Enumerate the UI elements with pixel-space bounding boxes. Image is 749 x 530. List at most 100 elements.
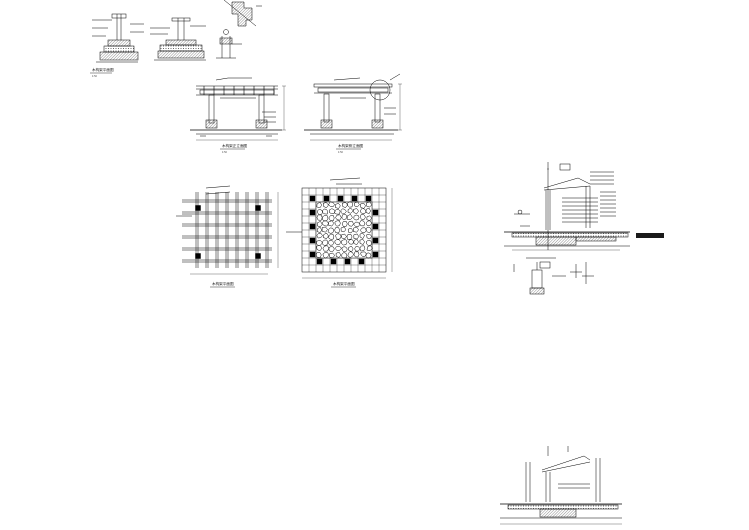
paving-stone bbox=[365, 220, 372, 226]
paving-plan bbox=[286, 177, 393, 279]
accent-tile bbox=[330, 258, 337, 265]
paving-stone bbox=[360, 202, 366, 209]
front-elevation-caption: 木构架正立面图 bbox=[222, 143, 248, 148]
framing-plan bbox=[176, 185, 279, 275]
paving-stone bbox=[334, 220, 341, 227]
paving-stone bbox=[346, 214, 353, 221]
paving-stone bbox=[322, 208, 329, 215]
side-elevation-scale: 1:50 bbox=[338, 151, 344, 154]
paving-stone bbox=[347, 207, 354, 214]
paving-stone bbox=[359, 214, 366, 220]
paving-stone bbox=[353, 221, 361, 228]
paving-stone bbox=[327, 239, 335, 246]
paving-stone bbox=[353, 238, 359, 245]
paving-stone bbox=[328, 220, 335, 227]
paving-stone bbox=[316, 232, 323, 239]
accent-tile bbox=[316, 258, 323, 265]
accent-tile bbox=[344, 258, 351, 265]
paving-stone bbox=[354, 246, 361, 252]
post-mark bbox=[195, 253, 201, 259]
paving-stone bbox=[359, 220, 366, 227]
paving-stone bbox=[348, 239, 354, 245]
paving-stone bbox=[334, 209, 341, 215]
paving-stone bbox=[360, 251, 367, 257]
paving-stone bbox=[340, 226, 347, 233]
accent-tile bbox=[309, 251, 316, 258]
paving-stone bbox=[329, 208, 336, 214]
foundation-plan-caption: 木构架平面图 bbox=[92, 67, 114, 72]
post-mark bbox=[255, 205, 261, 211]
front-elevation-scale: 1:50 bbox=[222, 151, 228, 154]
paving-stone bbox=[335, 233, 342, 240]
paving-stone bbox=[341, 239, 348, 246]
paving-stone bbox=[322, 215, 329, 222]
footing-detail-1 bbox=[92, 13, 144, 63]
paving-stone bbox=[365, 252, 372, 259]
paving-plan-caption: 木构架平面图 bbox=[333, 281, 355, 286]
connection-detail bbox=[216, 29, 242, 59]
paving-stone bbox=[335, 251, 342, 258]
framing-plan-caption: 木构架平面图 bbox=[212, 281, 234, 286]
paving-stone bbox=[341, 233, 347, 240]
paving-stone bbox=[365, 226, 372, 233]
accent-tile bbox=[365, 195, 372, 202]
leader-line bbox=[205, 191, 231, 195]
paving-stone bbox=[341, 246, 348, 253]
paving-stone bbox=[334, 227, 340, 234]
paving-stone bbox=[321, 226, 328, 233]
side-elevation-caption: 木构架侧立面图 bbox=[338, 143, 364, 148]
paving-stone bbox=[341, 221, 348, 227]
paving-stone bbox=[317, 209, 324, 215]
leader-line bbox=[329, 177, 361, 181]
paving-stone bbox=[346, 234, 353, 240]
accent-tile bbox=[309, 209, 316, 216]
accent-tile bbox=[323, 195, 330, 202]
post-mark bbox=[255, 253, 261, 259]
foundation-plan-scale: 1:50 bbox=[92, 75, 98, 78]
paving-stone bbox=[334, 239, 341, 245]
paving-stone bbox=[329, 252, 336, 259]
paving-stone bbox=[347, 201, 353, 208]
paving-stone bbox=[366, 245, 374, 251]
paving-stone bbox=[353, 233, 360, 240]
paving-stone bbox=[335, 203, 341, 209]
paving-stone bbox=[340, 208, 347, 215]
stone-field bbox=[315, 201, 373, 259]
accent-tile bbox=[309, 223, 316, 230]
leader-line bbox=[205, 185, 231, 189]
accent-tile bbox=[351, 195, 358, 202]
accent-tile bbox=[337, 195, 344, 202]
section-detail-upper bbox=[504, 162, 630, 295]
paving-stone bbox=[322, 245, 330, 252]
paving-stone bbox=[321, 220, 329, 227]
side-elevation bbox=[304, 73, 402, 141]
footing-detail-group bbox=[92, 0, 262, 63]
accent-tile bbox=[372, 223, 379, 230]
paving-stone bbox=[328, 201, 335, 208]
paving-stone bbox=[359, 245, 366, 252]
paving-stone bbox=[348, 245, 354, 253]
paving-stone bbox=[365, 207, 371, 214]
paving-stone bbox=[359, 227, 367, 233]
paving-stone bbox=[316, 201, 322, 209]
paving-stone bbox=[354, 201, 360, 208]
post-mark bbox=[195, 205, 201, 211]
paving-stone bbox=[316, 226, 322, 233]
paving-stone bbox=[359, 239, 365, 245]
paving-stone bbox=[315, 252, 322, 258]
paving-stone bbox=[366, 215, 373, 221]
accent-tile bbox=[372, 237, 379, 244]
paving-stone bbox=[317, 221, 323, 228]
accent-tile bbox=[309, 237, 316, 244]
paving-stone bbox=[353, 214, 360, 221]
paving-stone bbox=[321, 239, 329, 246]
footing-detail-2 bbox=[150, 17, 206, 61]
paving-stone bbox=[347, 220, 354, 227]
paving-stone bbox=[316, 244, 323, 252]
accent-tile bbox=[372, 209, 379, 216]
paving-stone bbox=[327, 227, 335, 234]
paving-stone bbox=[359, 232, 365, 239]
paving-stone bbox=[341, 213, 347, 221]
paving-stone bbox=[353, 208, 359, 215]
